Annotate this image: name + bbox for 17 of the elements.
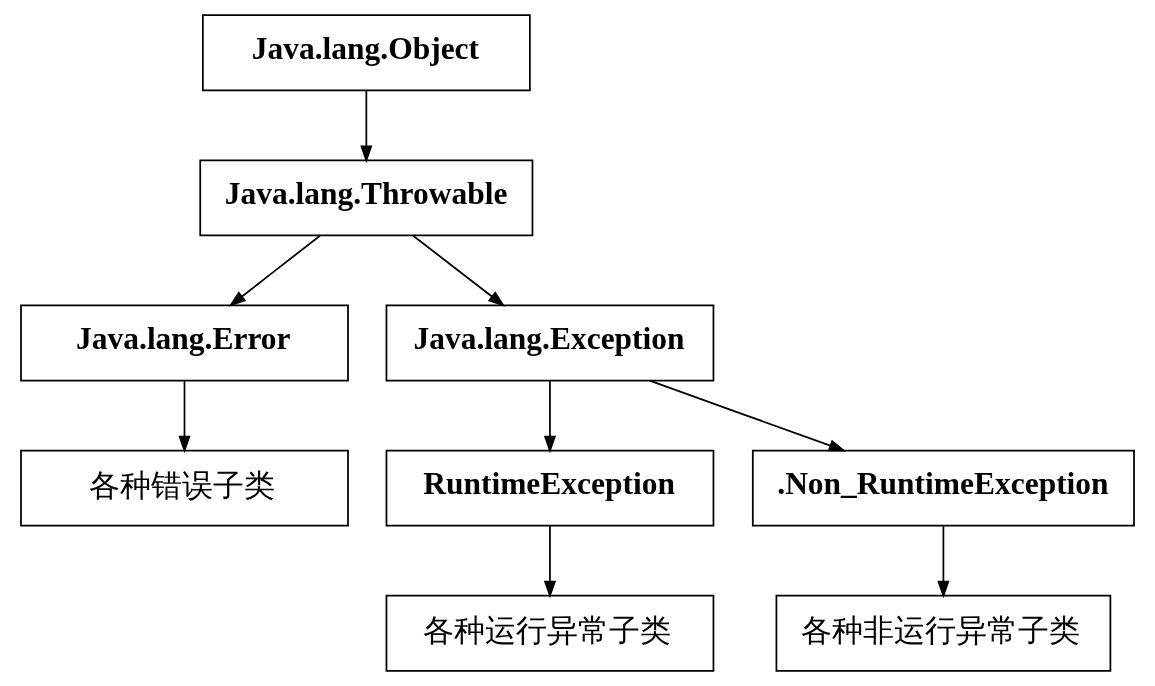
arrow [178, 380, 191, 454]
node-box: Java.lang.Error [20, 304, 349, 382]
arrow [543, 525, 557, 599]
arrow [360, 90, 373, 163]
node-box: 各种运行异常子类 [385, 594, 715, 672]
node-box: .Non_RuntimeException [751, 449, 1135, 527]
node-box: 各种错误子类 [20, 449, 349, 527]
node-box: Java.lang.Exception [385, 304, 715, 382]
arrow [543, 380, 557, 454]
arrow [648, 379, 847, 452]
node-box: 各种非运行异常子类 [775, 594, 1112, 672]
node-box: Java.lang.Throwable [199, 159, 534, 237]
arrow [228, 234, 321, 307]
node-box: RuntimeException [385, 449, 715, 527]
arrow [937, 525, 950, 599]
arrow [412, 234, 506, 307]
node-box: Java.lang.Object [201, 14, 531, 92]
